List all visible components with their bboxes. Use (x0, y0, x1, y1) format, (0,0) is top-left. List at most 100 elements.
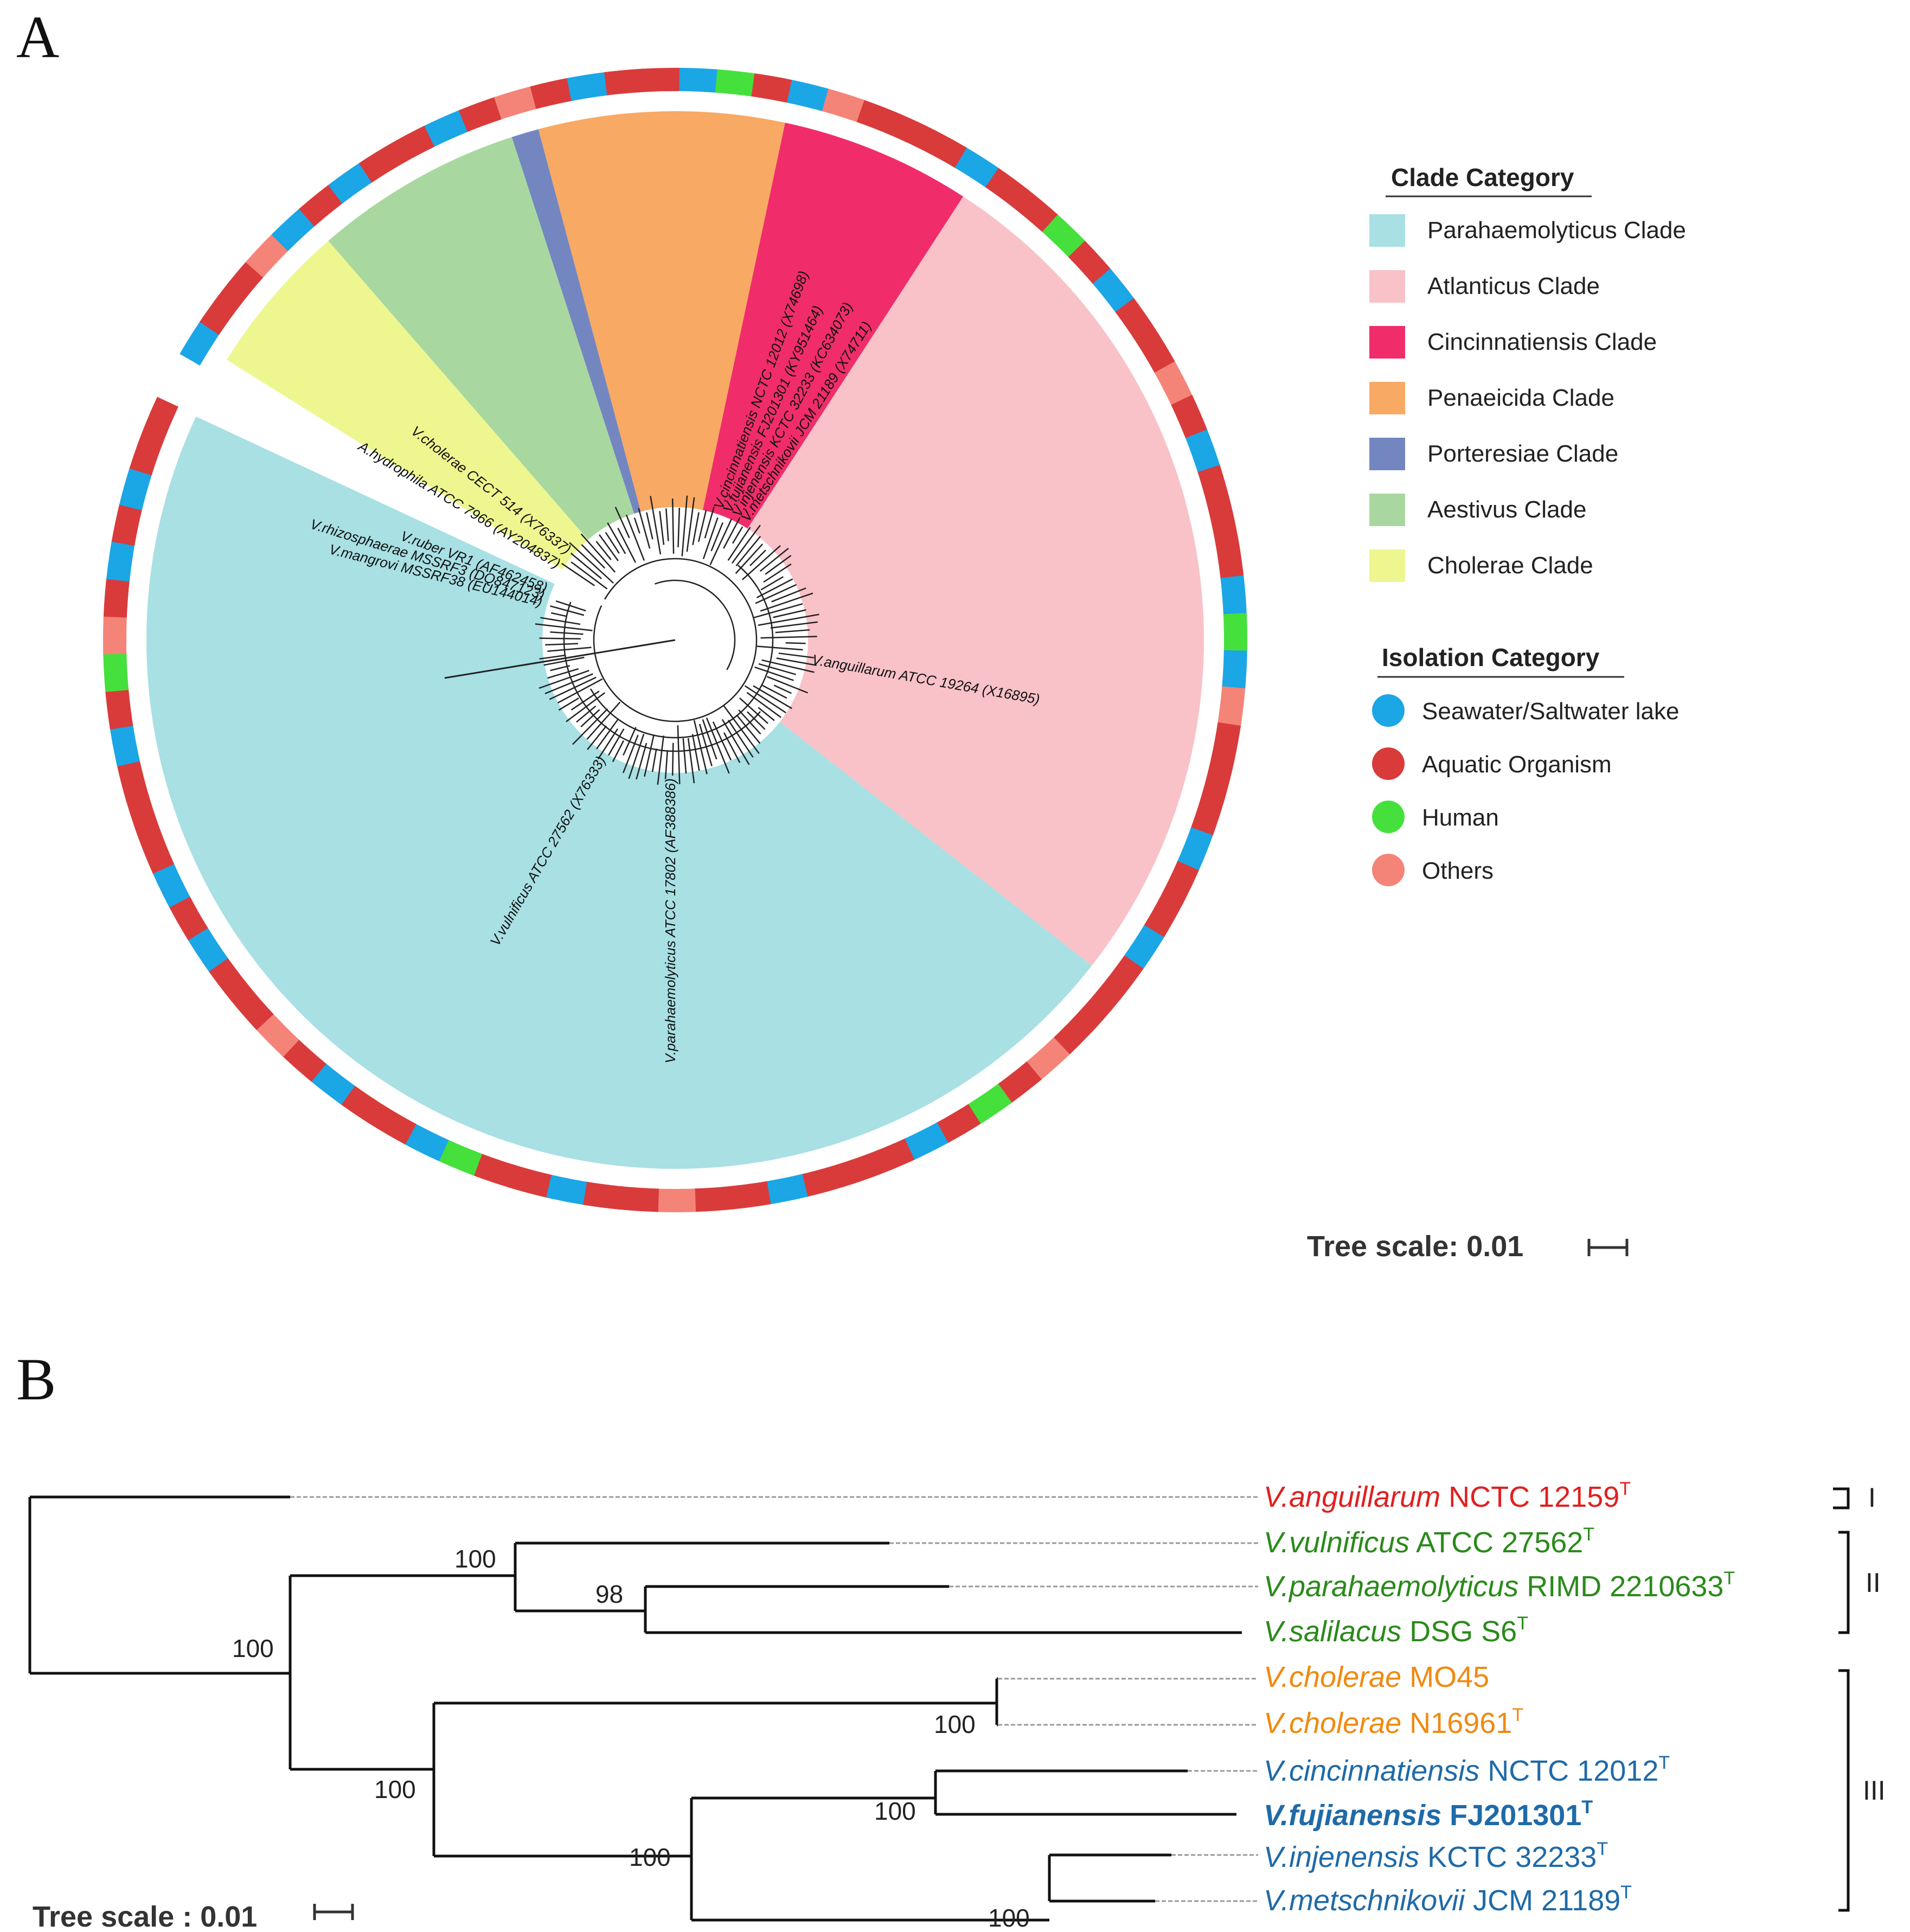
isolation-segment (1220, 575, 1247, 616)
legend-clade-label: Atlanticus Clade (1427, 273, 1600, 299)
bootstrap-value: 100 (934, 1710, 976, 1738)
branch (636, 743, 648, 780)
isolation-segment (967, 1084, 1012, 1125)
branch (572, 708, 608, 745)
branch (539, 637, 581, 639)
legend-dot (1372, 854, 1405, 886)
isolation-segment (117, 760, 149, 803)
branch (644, 735, 655, 777)
isolation-segment (358, 143, 404, 183)
isolation-segment (458, 97, 503, 132)
branch (747, 711, 766, 730)
group-label-i: I (1868, 1482, 1876, 1513)
legend-isolation-label: Aquatic Organism (1422, 751, 1612, 778)
branch (735, 535, 761, 567)
branch (535, 623, 593, 631)
tree-leader-lines (290, 1496, 1258, 1902)
branch-arc (590, 565, 774, 739)
isolation-segment (997, 1061, 1042, 1104)
isolation-segment (935, 1104, 981, 1144)
branch (555, 600, 586, 612)
branch (686, 497, 695, 552)
legend-clade-label: Cholerae Clade (1427, 552, 1593, 579)
branch (758, 707, 775, 721)
isolation-segment (822, 88, 866, 123)
branch (758, 613, 819, 626)
clade-wedge (747, 196, 1204, 966)
branch (757, 645, 803, 651)
branch (595, 719, 619, 750)
branch (586, 701, 621, 740)
isolation-segment (424, 110, 469, 147)
branch (697, 510, 707, 542)
branch (760, 576, 784, 591)
isolation-segment (1177, 827, 1213, 872)
isolation-segment (1115, 298, 1157, 343)
isolation-segment (129, 431, 164, 476)
isolation-segment (221, 261, 264, 306)
branch (731, 524, 761, 564)
branch (539, 654, 566, 660)
branch-arc (593, 558, 758, 722)
branch (735, 543, 764, 574)
branch (569, 542, 614, 584)
branch (571, 561, 608, 590)
isolation-segment (110, 724, 140, 767)
legend-swatch (1369, 326, 1405, 359)
tree-scale-label-b: Tree scale : 0.01 (33, 1901, 257, 1929)
isolation-segment (604, 68, 645, 95)
bootstrap-value: 100 (874, 1797, 916, 1825)
branch (746, 692, 781, 718)
legend-clade-label: Aestivus Clade (1427, 496, 1586, 523)
clade-wedge (511, 129, 641, 514)
branch (778, 652, 814, 658)
isolation-segment (105, 688, 133, 730)
branch (638, 508, 651, 549)
isolation-segment (340, 1085, 385, 1126)
isolation-segment (1143, 893, 1183, 939)
branch (739, 697, 768, 724)
group-brackets (1833, 1487, 1850, 1912)
isolation-segment (1161, 861, 1199, 906)
branch (659, 511, 665, 545)
branch (607, 728, 625, 756)
isolation-segment (715, 69, 757, 97)
taxon-b-label: V.anguillarum NCTC 12159T (1264, 1479, 1631, 1513)
isolation-segment (208, 957, 250, 1002)
branch (702, 719, 717, 760)
branch (709, 519, 733, 565)
isolation-segment (836, 1153, 880, 1187)
taxon-b-label: V.fujianensis FJ201301T (1264, 1797, 1593, 1832)
isolation-segment (493, 86, 538, 120)
legend-clade-label: Cincinnatiensis Clade (1427, 329, 1657, 355)
legend-swatch (1369, 549, 1405, 582)
isolation-segment (1210, 722, 1241, 765)
branch (693, 720, 708, 775)
branch (545, 643, 579, 646)
legend-isolation-label: Others (1422, 858, 1494, 884)
isolation-segment (729, 1181, 771, 1210)
isolation-segment (169, 895, 208, 941)
isolation-segment (230, 986, 274, 1031)
branch (710, 522, 723, 552)
branch (736, 714, 761, 744)
isolation-segment (438, 1139, 483, 1176)
branch (549, 676, 597, 700)
taxon-b-label: V.cincinnatiensis NCTC 12012T (1264, 1752, 1670, 1787)
legend-clade-label: Porteresiae Clade (1427, 440, 1618, 467)
branch (664, 750, 668, 779)
legend-clade-title: Clade Category (1391, 163, 1574, 191)
branch (744, 685, 786, 714)
legend-swatch (1369, 438, 1405, 470)
isolation-segment (126, 795, 161, 839)
branch (558, 697, 579, 711)
isolation-segment (567, 72, 609, 101)
branch (617, 527, 637, 563)
isolation-segment (1197, 465, 1231, 509)
clade-wedge (146, 416, 1092, 1169)
isolation-segment (765, 1174, 808, 1205)
group-label-ii: II (1866, 1568, 1881, 1598)
outgroup-branch (444, 639, 676, 679)
branch (595, 541, 612, 560)
circular-phylogenetic-tree: V.ruber VR1 (AF462458)V.rhizosphaerae MS… (103, 67, 1247, 1212)
